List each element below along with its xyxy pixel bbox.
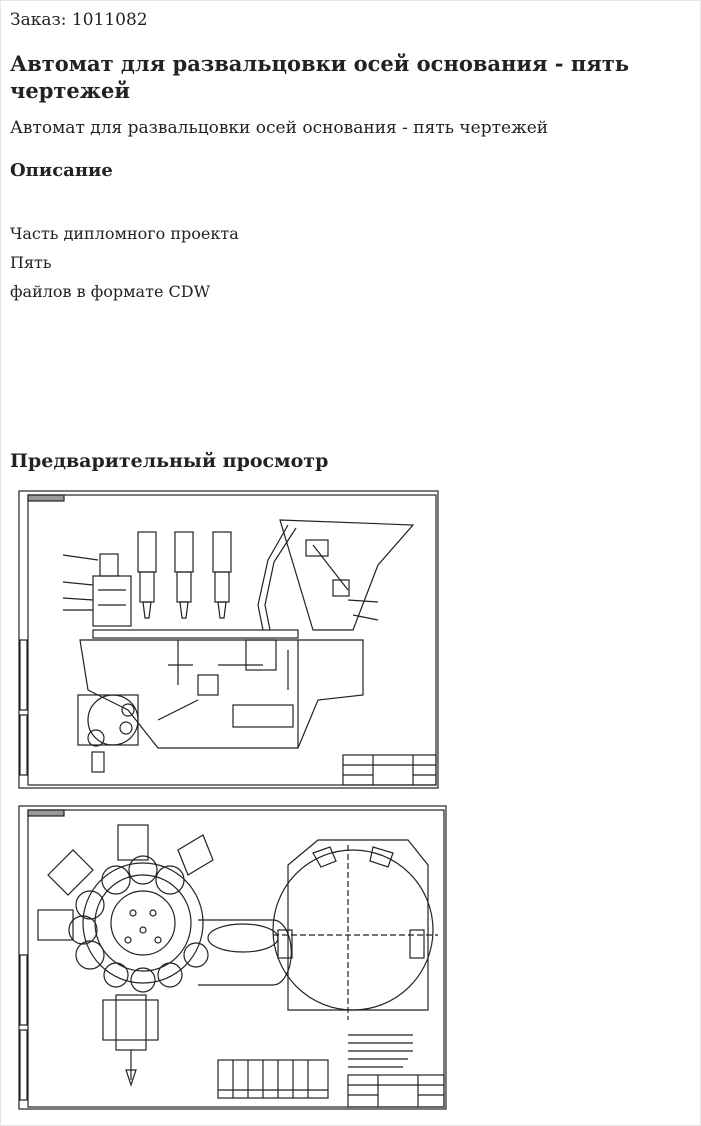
- drawing-1-svg: [18, 490, 439, 789]
- preview-drawing-1[interactable]: [18, 490, 440, 790]
- page-title: Автомат для развальцовки осей основания …: [10, 51, 629, 103]
- product-subtitle: Автомат для развальцовки осей основания …: [10, 118, 549, 138]
- drawing-2-svg: [18, 805, 447, 1110]
- order-number: Заказ: 1011082: [10, 10, 148, 30]
- preview-drawing-2[interactable]: [18, 805, 448, 1110]
- description-line-1: Часть дипломного проекта: [10, 224, 239, 243]
- description-line-2: Пять: [10, 253, 52, 272]
- description-line-3: файлов в формате CDW: [10, 282, 211, 301]
- description-heading: Описание: [10, 160, 113, 181]
- preview-heading: Предварительный просмотр: [10, 450, 329, 472]
